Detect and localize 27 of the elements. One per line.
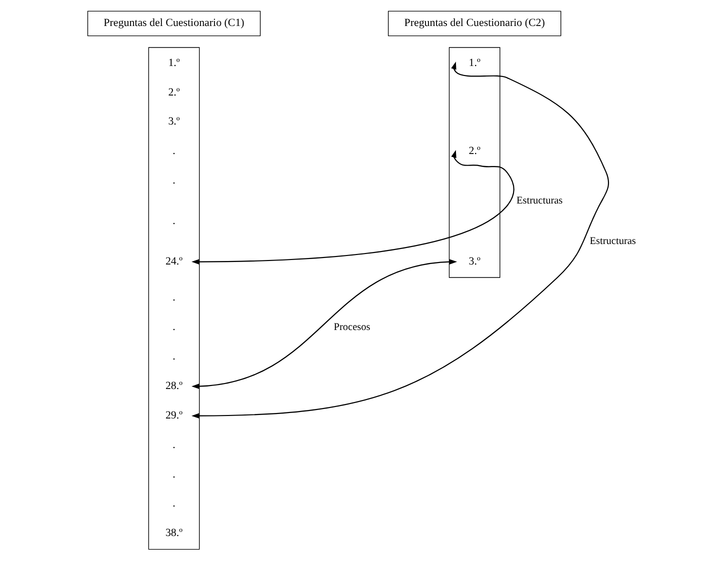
node-text: 28.º <box>164 380 182 392</box>
node-text: 3.º <box>168 116 180 128</box>
node-text: . <box>172 174 175 187</box>
node-text: 3.º <box>468 255 480 268</box>
node-text: 38.º <box>164 527 182 540</box>
arrow <box>191 150 514 264</box>
node-text: . <box>172 321 175 334</box>
edge-label: Estructuras <box>589 236 636 247</box>
node-box: Preguntas del Cuestionario (C2) <box>387 10 561 36</box>
node-text: . <box>172 498 175 510</box>
node-text: 2.º <box>468 145 480 158</box>
arrow <box>191 62 608 418</box>
node-text: . <box>172 145 175 158</box>
node-text: . <box>172 468 175 480</box>
edge-label: Procesos <box>333 322 370 333</box>
node-text: . <box>172 292 175 304</box>
node-text: 1.º <box>468 56 480 69</box>
node-text: 24.º <box>164 255 182 268</box>
edge-label: Estructuras <box>516 196 562 207</box>
node-text: 29.º <box>164 409 182 422</box>
node-text: . <box>172 350 175 363</box>
arrow <box>191 259 457 389</box>
node-text: 2.º <box>168 86 180 98</box>
node-box: Preguntas del Cuestionario (C1) <box>86 10 260 36</box>
node-text: 1.º <box>168 56 180 69</box>
node-text: . <box>172 438 175 451</box>
node-text: . <box>172 214 175 227</box>
